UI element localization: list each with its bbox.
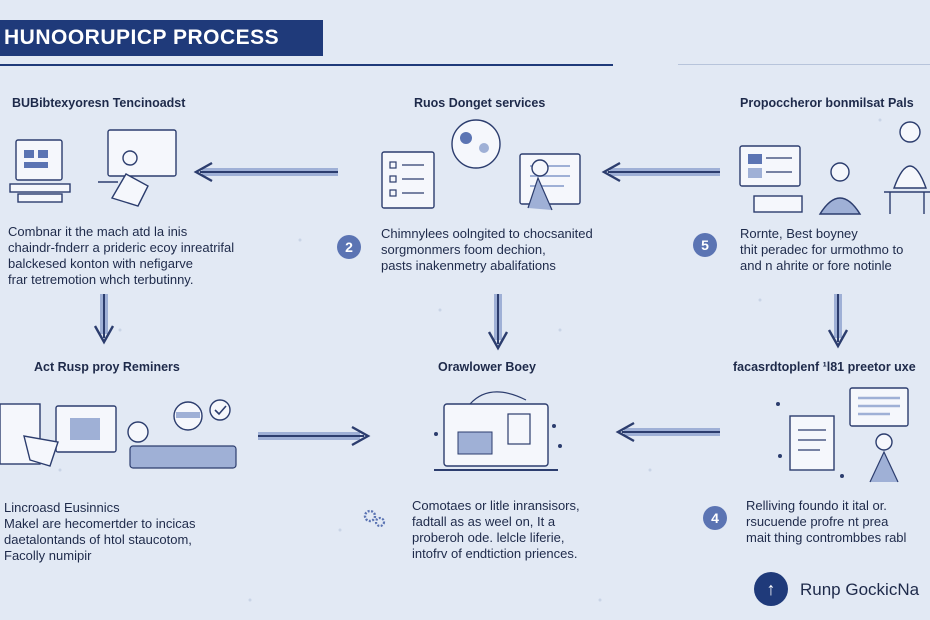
step-5-text: Comotaes or litle inransisors, fadtall a… — [412, 498, 580, 562]
step-2-line-2: sorgmonmers foom dechion, — [381, 242, 546, 257]
step-6-line-3: mait thing contrombbes rabl — [746, 530, 907, 545]
step-2-text: Chimnylees oolngited to chocsanited sorg… — [381, 226, 593, 274]
step-3-text: Rornte, Best boyney thit peradec for urm… — [740, 226, 903, 274]
arrow-down-icon — [487, 294, 509, 351]
brand-name: Runp GockicNa — [800, 580, 920, 599]
step-2-illustration — [381, 119, 581, 211]
arrow-left-icon — [193, 161, 338, 183]
step-1-illustration — [9, 129, 177, 207]
step-3-line-1: Rornte, Best boyney — [740, 226, 858, 241]
step-2-line-1: Chimnylees oolngited to chocsanited — [381, 226, 593, 241]
step-5-line-2: fadtall as as weel on, It a — [412, 514, 556, 529]
step-5-line-3: proberoh ode. lelcle liferie, — [412, 530, 565, 545]
step-5-line-4: intofrv of endtiction priences. — [412, 546, 578, 561]
step-3-line-3: and n ahrite or fore notinle — [740, 258, 892, 273]
step-4-heading: Act Rusp proy Reminers — [34, 360, 180, 374]
title-underline-secondary — [678, 64, 930, 65]
step-4-text: Lincroasd Eusinnics Makel are hecomertde… — [4, 500, 195, 564]
step-1-heading: BUBibtexyoresn Tencinoadst — [12, 96, 186, 110]
brand-logo-badge: ↑ — [754, 572, 788, 606]
step-5-illustration — [434, 391, 562, 471]
arrow-down-icon — [93, 294, 115, 345]
step-6-number-badge: 4 — [703, 506, 727, 530]
step-6-heading: facasrdtoplenf ¹l81 preetor uxe — [733, 360, 916, 374]
step-3-illustration — [739, 121, 930, 215]
arrow-right-icon — [258, 425, 371, 447]
step-3-number-badge: 5 — [693, 233, 717, 257]
gear-icon — [363, 509, 386, 528]
arrow-left-icon — [615, 421, 720, 443]
arrow-down-icon — [827, 294, 849, 349]
step-4-line-3: daetalontands of htol staucotom, — [4, 532, 192, 547]
step-1-line-2: chaindr-fnderr a prideric ecoy inreatrif… — [8, 240, 235, 255]
step-1-line-4: frar tetremotion whch terbutinny. — [8, 272, 194, 287]
page-title: HUNOORUPICP PROCESS — [0, 20, 323, 56]
step-1-line-3: balckesed konton with nefigarve — [8, 256, 194, 271]
step-1-line-1: Combnar it the mach atd la inis — [8, 224, 188, 239]
step-4-illustration — [0, 399, 237, 469]
step-6-line-1: Relliving foundo it ital or. — [746, 498, 887, 513]
page-title-text: HUNOORUPICP PROCESS — [4, 26, 280, 49]
step-6-illustration — [776, 387, 909, 483]
step-2-number-badge: 2 — [337, 235, 361, 259]
step-5-line-1: Comotaes or litle inransisors, — [412, 498, 580, 513]
step-3-line-2: thit peradec for urmothmo to — [740, 242, 904, 257]
step-6-line-2: rsucuende profre nt prea — [746, 514, 889, 529]
step-2-line-3: pasts inakenmetry abalifations — [381, 258, 556, 273]
step-4-line-4: Facolly numipir — [4, 548, 92, 563]
step-2-heading: Ruos Donget services — [414, 96, 546, 110]
arrow-left-icon — [601, 161, 720, 183]
step-5-heading: Orawlower Boey — [438, 360, 536, 374]
step-4-line-2: Makel are hecomertder to incicas — [4, 516, 196, 531]
step-3-heading: Propoccheror bonmilsat Pals — [740, 96, 914, 110]
title-underline — [0, 64, 613, 66]
step-4-line-1: Lincroasd Eusinnics — [4, 500, 120, 515]
step-1-text: Combnar it the mach atd la inis chaindr-… — [8, 224, 234, 288]
step-6-text: Relliving foundo it ital or. rsucuende p… — [746, 498, 906, 546]
